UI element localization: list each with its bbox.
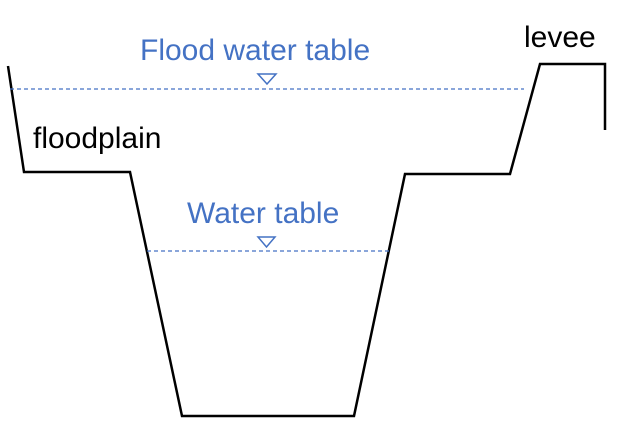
levee-label: levee (524, 21, 596, 54)
flood-water-table-label: Flood water table (140, 34, 371, 67)
floodplain-label: floodplain (33, 122, 162, 155)
channel-profile-outline (6, 62, 607, 418)
water-level-triangle-icon (256, 236, 277, 249)
water-table-label: Water table (187, 197, 340, 230)
flood-water-level-triangle-icon (256, 73, 278, 86)
